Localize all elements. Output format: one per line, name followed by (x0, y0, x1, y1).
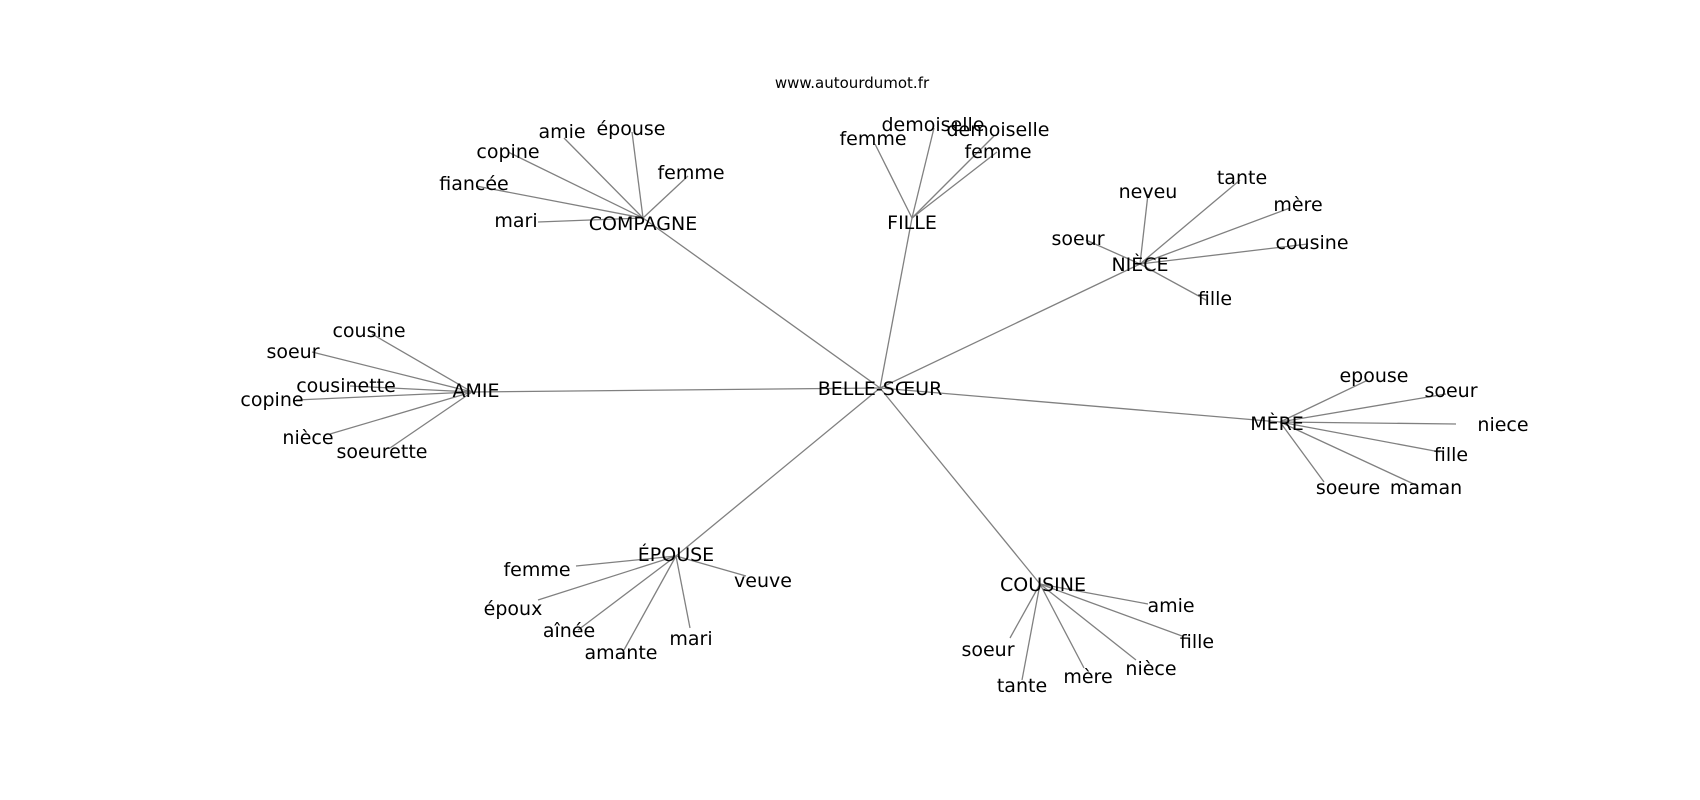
edge-epouse-to-epoux (537, 555, 677, 601)
leaf-word-soeur: soeur (1424, 380, 1477, 402)
graph-edges (295, 127, 1457, 681)
edge-fille-to-demoiselle (911, 127, 935, 219)
hub-node-epouse: ÉPOUSE (638, 543, 714, 566)
leaf-word-mari: mari (669, 628, 712, 650)
leaf-word-fille: fille (1198, 288, 1232, 310)
leaf-word-tante: tante (1217, 167, 1267, 189)
edge-compagne-to-fiancee (475, 185, 644, 219)
edge-center-to-niece (879, 263, 1141, 389)
edge-niece-to-mere (1139, 207, 1291, 265)
leaf-word-femme: femme (657, 162, 724, 184)
edge-niece-to-fille (1139, 263, 1207, 301)
leaf-word-mere: mère (1273, 194, 1322, 216)
leaf-word-soeure: soeure (1316, 477, 1380, 499)
edge-cousine-to-soeur (1009, 583, 1041, 639)
edge-center-to-fille (879, 217, 913, 389)
edge-center-to-compagne (642, 217, 881, 389)
leaf-word-niece: nièce (1125, 658, 1176, 680)
edge-epouse-to-veuve (675, 555, 747, 577)
leaf-word-soeur: soeur (961, 639, 1014, 661)
edge-mere-to-fille (1279, 421, 1441, 453)
edge-epouse-to-femme (575, 555, 677, 567)
leaf-word-demoiselle: demoiselle (882, 114, 985, 136)
leaf-word-niece: niece (1477, 414, 1528, 436)
edge-fille-to-femme (874, 143, 913, 219)
leaf-word-ainee: aînée (543, 620, 595, 642)
edge-epouse-to-amante (623, 555, 677, 651)
hub-node-mere: MÈRE (1250, 412, 1304, 435)
edge-compagne-to-epouse (631, 131, 644, 219)
edge-niece-to-cousine (1139, 243, 1309, 265)
leaf-word-tante: tante (997, 675, 1047, 697)
hub-node-fille: FILLE (887, 212, 937, 234)
edge-compagne-to-amie (563, 137, 644, 219)
hub-node-amie: AMIE (453, 380, 500, 402)
leaf-word-maman: maman (1390, 477, 1462, 499)
leaf-word-fille: fille (1180, 631, 1214, 653)
edge-center-to-epouse (675, 387, 881, 557)
edge-fille-to-femme (911, 151, 998, 219)
edge-mere-to-soeure (1279, 421, 1325, 483)
hub-node-compagne: COMPAGNE (589, 213, 697, 235)
leaf-word-soeur: soeur (1051, 228, 1104, 250)
edge-cousine-to-mere (1039, 583, 1085, 669)
leaf-word-cousine: cousine (1275, 232, 1348, 254)
edge-center-to-cousine (879, 387, 1041, 585)
leaf-word-cousinette: cousinette (296, 375, 396, 397)
leaf-word-neveu: neveu (1119, 181, 1178, 203)
leaf-word-veuve: veuve (734, 570, 792, 592)
leaf-word-epouse: epouse (1339, 365, 1408, 387)
edge-center-to-amie (471, 387, 881, 393)
edge-amie-to-soeurette (389, 391, 473, 449)
leaf-word-copine: copine (476, 141, 539, 163)
leaf-word-amie: amie (538, 121, 585, 143)
edge-compagne-to-copine (507, 151, 644, 219)
center-node: BELLE-SŒUR (818, 378, 943, 400)
leaf-word-femme: femme (839, 128, 906, 150)
edge-center-to-mere (879, 387, 1281, 423)
edge-mere-to-soeur (1279, 393, 1447, 423)
leaf-word-niece: nièce (282, 427, 333, 449)
site-url: www.autourdumot.fr (775, 74, 930, 92)
leaf-word-soeurette: soeurette (337, 441, 428, 463)
edge-fille-to-demoiselle (911, 135, 995, 219)
edge-cousine-to-tante (1021, 583, 1041, 681)
leaf-word-soeur: soeur (266, 341, 319, 363)
edge-mere-to-maman (1279, 421, 1419, 487)
leaf-word-femme: femme (964, 141, 1031, 163)
hub-node-niece: NIÈCE (1111, 253, 1168, 276)
leaf-word-mari: mari (494, 210, 537, 232)
hub-node-cousine: COUSINE (1000, 574, 1086, 596)
edge-cousine-to-amie (1039, 583, 1149, 605)
edge-epouse-to-ainee (577, 555, 677, 631)
edge-compagne-to-mari (537, 217, 644, 223)
edge-amie-to-soeur (311, 351, 473, 393)
edge-niece-to-neveu (1139, 193, 1149, 265)
edge-amie-to-cousine (371, 333, 473, 393)
leaf-word-epouse: épouse (596, 118, 665, 140)
leaf-word-demoiselle: demoiselle (947, 119, 1050, 141)
edge-compagne-to-femme (642, 175, 689, 219)
edge-amie-to-cousinette (349, 385, 473, 393)
leaf-word-cousine: cousine (332, 320, 405, 342)
edge-cousine-to-fille (1039, 583, 1183, 637)
leaf-word-amie: amie (1147, 595, 1194, 617)
leaf-word-fiancee: fiancée (439, 173, 508, 195)
leaf-word-epoux: époux (484, 598, 543, 620)
leaf-word-amante: amante (585, 642, 658, 664)
edge-niece-to-tante (1139, 179, 1241, 265)
edge-mere-to-epouse (1279, 379, 1369, 423)
leaf-word-copine: copine (240, 389, 303, 411)
edge-epouse-to-mari (675, 555, 691, 629)
leaf-word-femme: femme (503, 559, 570, 581)
edge-mere-to-niece (1279, 421, 1457, 425)
edge-cousine-to-niece (1039, 583, 1137, 661)
edge-amie-to-niece (329, 391, 473, 435)
leaf-word-mere: mère (1063, 666, 1112, 688)
leaf-word-fille: fille (1434, 444, 1468, 466)
edge-niece-to-soeur (1085, 239, 1141, 265)
edge-amie-to-copine (295, 391, 473, 401)
